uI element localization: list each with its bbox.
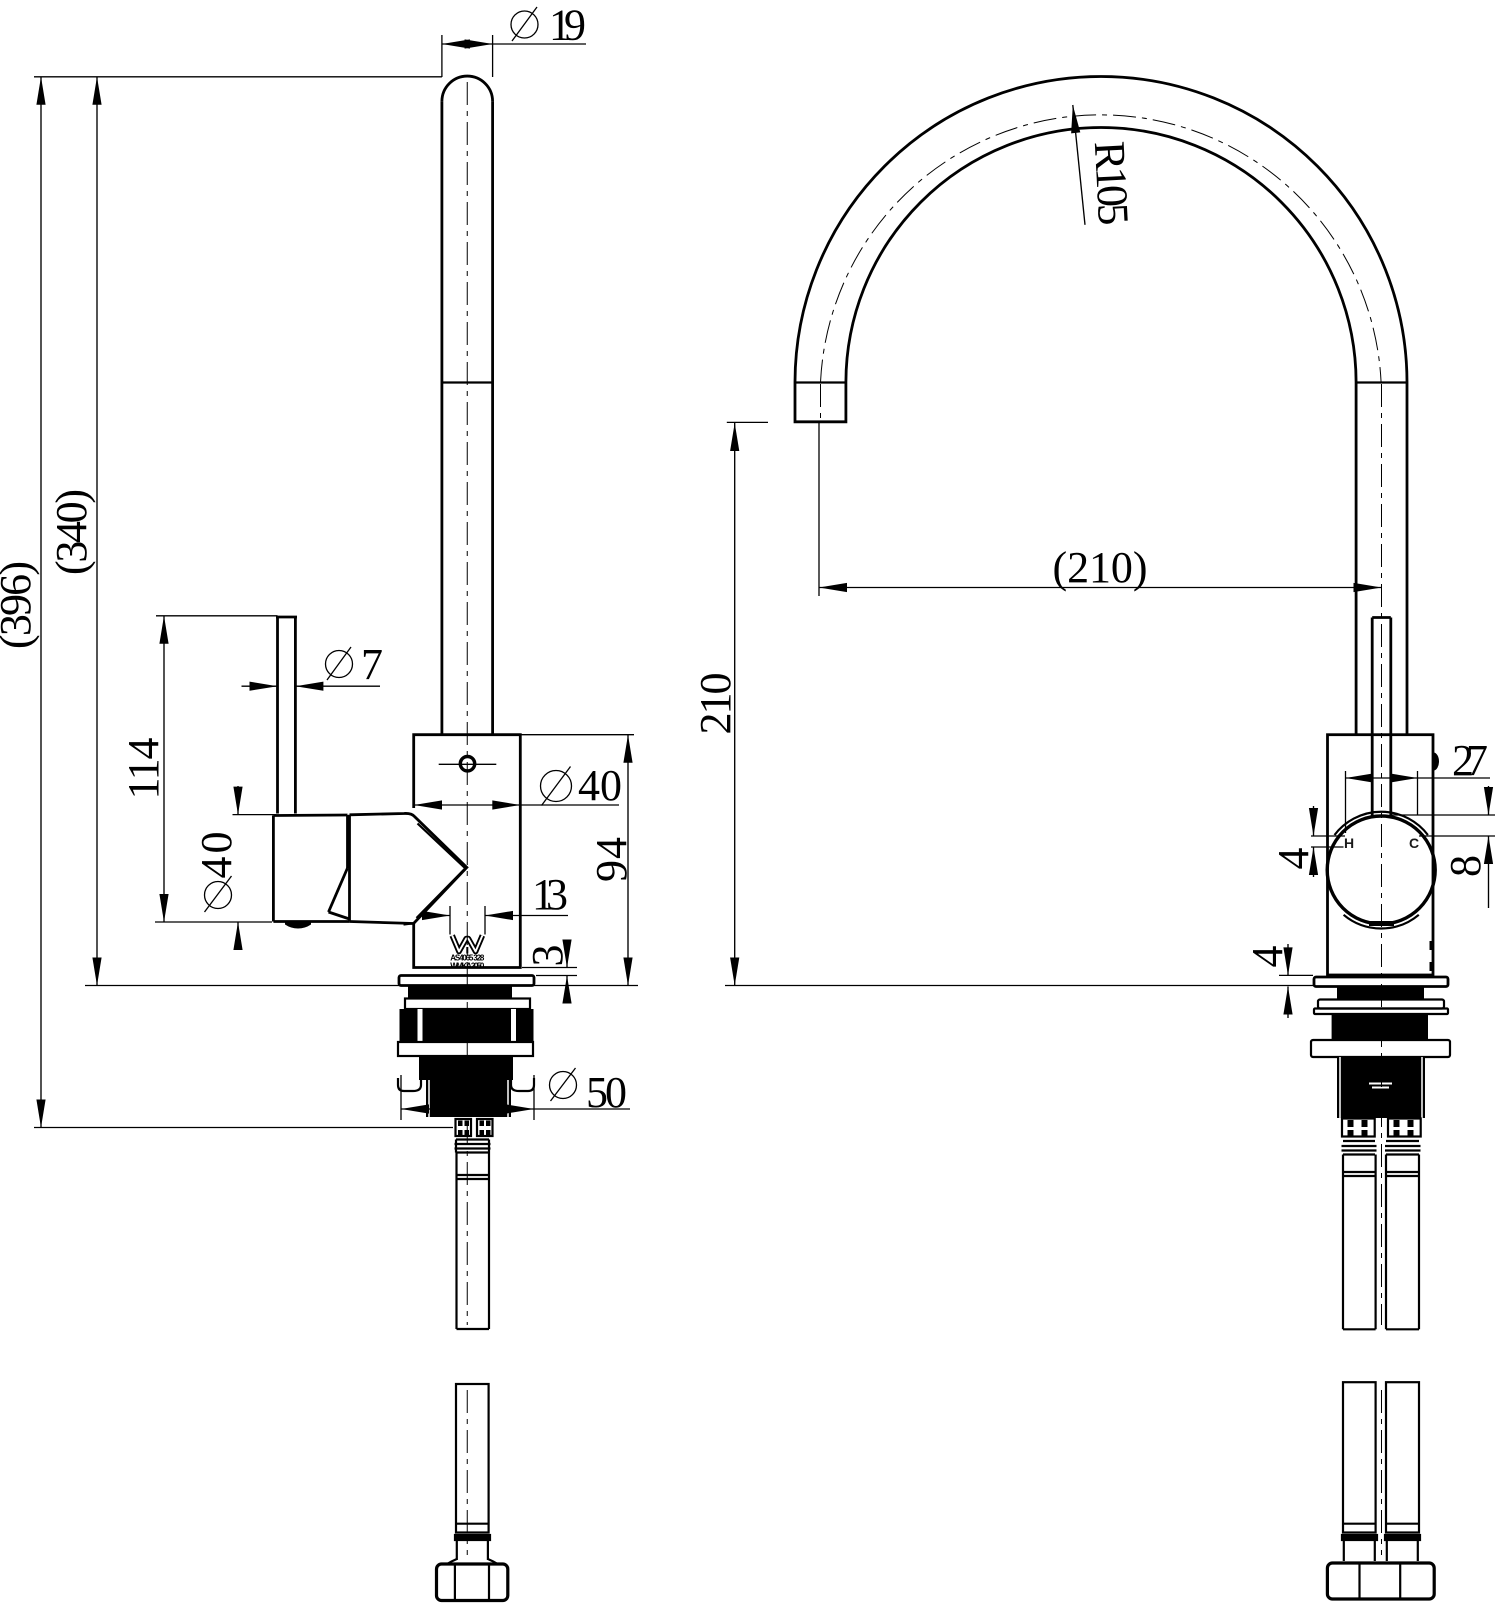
svg-text:19: 19 xyxy=(549,1,586,50)
svg-text:3: 3 xyxy=(523,945,572,967)
svg-text:8: 8 xyxy=(1441,855,1490,877)
svg-text:210: 210 xyxy=(691,673,740,735)
svg-text:H: H xyxy=(1344,835,1354,851)
svg-text:AS4065 328: AS4065 328 xyxy=(450,954,485,963)
svg-text:94: 94 xyxy=(587,837,636,882)
svg-text:50: 50 xyxy=(586,1068,627,1117)
svg-text:7: 7 xyxy=(361,640,383,689)
svg-text:(396): (396) xyxy=(0,561,40,649)
svg-text:4: 4 xyxy=(1243,946,1292,968)
svg-text:(210): (210) xyxy=(1053,543,1148,592)
svg-text:13: 13 xyxy=(532,870,568,919)
svg-text:(340): (340) xyxy=(47,489,96,575)
svg-text:C: C xyxy=(1409,835,1419,851)
svg-text:4: 4 xyxy=(1269,848,1318,870)
svg-text:27: 27 xyxy=(1452,736,1488,785)
svg-text:R105: R105 xyxy=(1085,140,1138,226)
svg-text:114: 114 xyxy=(119,738,168,800)
svg-text:40: 40 xyxy=(578,761,622,810)
